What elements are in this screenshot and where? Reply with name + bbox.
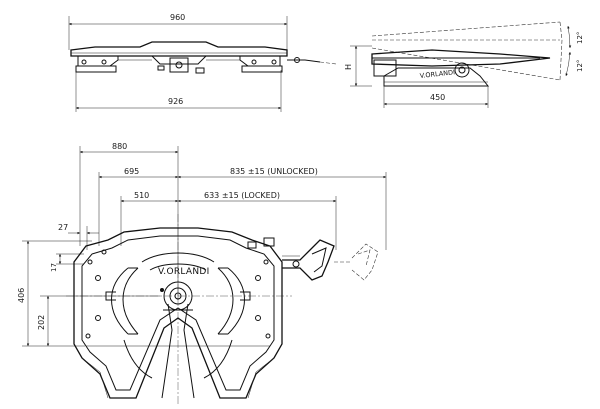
dim-locked-label: 633 ±15 (LOCKED) [204,191,280,200]
dim-406-label: 406 [17,288,26,303]
plate-outline [73,227,283,399]
kingpin-hub [163,281,193,311]
dim-202-label: 202 [37,315,46,330]
dim-510-label: 510 [134,191,149,200]
dim-880-label: 880 [112,142,127,151]
dim-926-label: 926 [168,97,183,106]
tilt-down-label: 12° [576,60,584,72]
height-label: H [344,64,353,70]
side-view: H 12° 12° V.ORLANDI 450 [344,21,584,108]
dim-695-label: 695 [124,167,139,176]
release-handle [282,239,335,281]
tilt-up-label: 12° [576,32,584,44]
dim-27-label: 27 [58,223,68,232]
plate-brand-label: V.ORLANDI [158,267,210,277]
dim-450-label: 450 [430,93,445,102]
dim-unlocked-label: 835 ±15 (UNLOCKED) [230,167,318,176]
side-brand-label: V.ORLANDI [419,68,455,80]
front-view: 960 926 [68,13,337,112]
dim-17-label: 17 [50,263,58,272]
plan-view: 880 695 510 835 ±15 (UNLOCKED) 633 ±15 (… [17,142,387,404]
dim-960-label: 960 [170,13,185,22]
